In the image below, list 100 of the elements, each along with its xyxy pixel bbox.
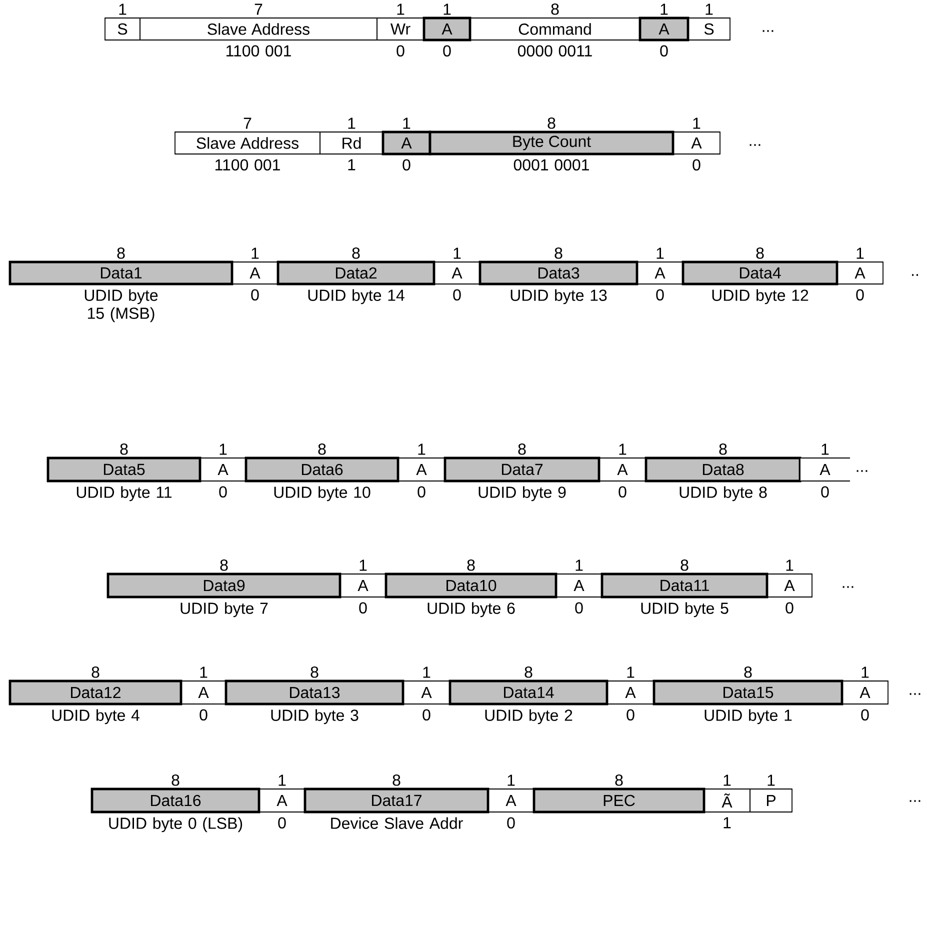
field-value: UDID byte 7: [180, 602, 268, 618]
packet-field: P: [750, 788, 792, 812]
bit-count: 1: [444, 4, 451, 15]
packet-field: Data8: [644, 456, 802, 482]
packet-field: Data7: [444, 456, 600, 482]
field-value: 0: [692, 159, 700, 171]
bit-count: 1: [278, 774, 286, 786]
field-value: 0: [418, 486, 426, 498]
field-value: UDID byte 12: [712, 289, 808, 304]
packet-field: Data10: [384, 572, 558, 598]
bit-count: 1: [252, 248, 259, 259]
field-value: UDID byte 4: [52, 709, 140, 724]
field-value: UDID byte 9: [478, 486, 566, 502]
bit-count: 1: [619, 444, 626, 455]
field-value: 0: [443, 45, 451, 57]
field-value: UDID byte 15 (MSB): [84, 289, 158, 322]
bit-count: 8: [524, 666, 532, 678]
bit-count: 1: [348, 118, 356, 129]
field-value: 1: [348, 159, 356, 170]
field-value: 0: [626, 709, 634, 721]
field-value: 0: [251, 289, 259, 301]
bit-count: 8: [352, 247, 360, 259]
bit-count: 8: [392, 774, 400, 786]
packet-field: PEC: [532, 788, 706, 814]
bit-count: 1: [706, 4, 713, 15]
bit-count: 1: [220, 444, 227, 455]
bit-count: 1: [423, 666, 430, 678]
ellipsis: ...: [910, 800, 920, 802]
bit-count: 8: [756, 247, 764, 259]
bit-count: 1: [418, 444, 426, 455]
field-value: 0: [618, 486, 626, 498]
bit-count: 1: [656, 248, 664, 259]
field-value: UDID byte 11: [76, 486, 172, 502]
packet-field: Data11: [600, 572, 768, 598]
field-value: 0: [656, 289, 664, 301]
packet-field: A: [638, 16, 690, 42]
bit-count: 1: [627, 666, 634, 678]
packet-field: Data17: [304, 788, 490, 814]
packet-field: Slave Address: [140, 18, 378, 40]
bit-count: 1: [693, 118, 700, 129]
field-value: 0: [219, 486, 227, 498]
bit-count: 1: [822, 444, 829, 455]
packet-field: Data16: [90, 788, 260, 814]
bit-count: 1: [119, 4, 126, 15]
packet-field: Data9: [106, 572, 342, 598]
packet-field: Command: [470, 18, 640, 40]
field-value: 0001 0001: [514, 159, 589, 171]
field-value: 0: [402, 159, 410, 171]
ellipsis: ..: [912, 274, 918, 276]
packet-field: Data1: [8, 260, 234, 286]
field-value: 0: [821, 486, 829, 498]
packet-field: S: [104, 18, 140, 40]
field-value: 0: [575, 602, 583, 614]
field-value: 0: [861, 709, 869, 721]
field-value: UDID byte 14: [308, 289, 404, 304]
field-value: 0000 0011: [518, 45, 592, 57]
field-value: 0: [359, 602, 367, 614]
bit-count: 1: [786, 560, 794, 571]
packet-field: S: [688, 18, 730, 40]
ellipsis: ...: [750, 144, 760, 146]
packet-field: A: [672, 132, 720, 154]
field-value: 0: [786, 602, 794, 614]
field-value: 0: [396, 45, 404, 57]
packet-field: Ã: [704, 788, 750, 812]
packet-field: A: [842, 680, 888, 704]
bit-count: 8: [518, 443, 526, 455]
bit-count: 8: [120, 443, 128, 455]
bit-count: 1: [360, 560, 367, 571]
ellipsis: ...: [762, 30, 774, 32]
bit-count: 8: [467, 559, 475, 571]
bit-count: 8: [220, 559, 228, 571]
bit-count: 1: [862, 666, 869, 678]
bit-count: 7: [244, 118, 252, 129]
bit-count: 8: [117, 247, 125, 259]
bit-count: 1: [200, 666, 208, 678]
packet-field: Data13: [224, 680, 404, 706]
field-value: 0: [453, 289, 461, 301]
bit-count: 8: [92, 666, 100, 678]
field-value: 1100 001: [226, 45, 291, 57]
bit-count: 1: [403, 118, 410, 129]
bit-count: 1: [768, 774, 775, 786]
node-label: A: [820, 464, 830, 476]
field-value: UDID byte 5: [641, 602, 728, 618]
bit-count: 8: [719, 443, 727, 455]
bit-count: 1: [660, 4, 668, 15]
packet-field: A: [766, 574, 812, 598]
field-value: 0: [200, 709, 208, 721]
bit-count: 7: [254, 4, 262, 15]
field-value: UDID byte 6: [428, 602, 515, 618]
packet-field: Data2: [276, 260, 436, 286]
field-value: 0: [422, 709, 430, 721]
bit-count: 8: [310, 666, 318, 678]
packet-field: Data15: [652, 680, 844, 706]
field-value: UDID byte 3: [271, 709, 358, 724]
field-value: UDID byte 1: [704, 709, 792, 724]
bit-count: 8: [680, 559, 688, 571]
bit-count: 8: [615, 774, 623, 786]
field-value: UDID byte 8: [680, 486, 767, 502]
packet-field: Slave Address: [174, 132, 320, 154]
packet-field: A: [836, 262, 884, 284]
